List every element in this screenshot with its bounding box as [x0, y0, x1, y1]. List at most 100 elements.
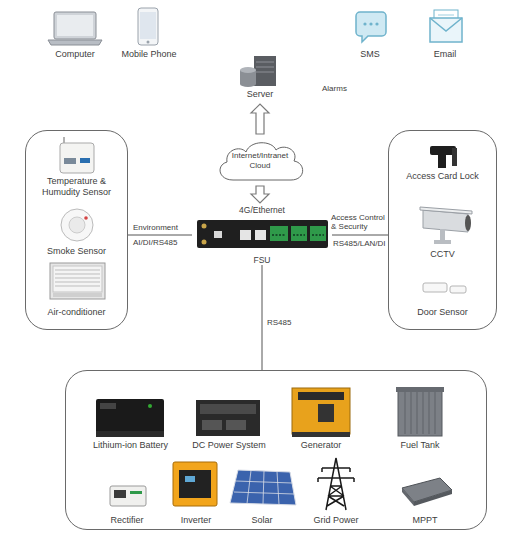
ac-front [53, 266, 102, 292]
block-arrow [251, 104, 269, 134]
bubble-dot [375, 22, 378, 25]
magnet-part [450, 286, 466, 293]
dc-module [226, 420, 246, 430]
node-label: Smoke Sensor [47, 246, 106, 257]
card-lock-icon [430, 146, 457, 168]
annotation-label: AI/DI/RS485 [133, 238, 177, 247]
device-node: Inverter [165, 455, 227, 526]
inverter-icon [173, 462, 217, 506]
connector-line [262, 265, 263, 370]
speech-bubble [356, 12, 386, 42]
battery-body [96, 399, 164, 437]
ethernet-port [255, 230, 266, 240]
phone-icon [138, 8, 158, 45]
node-label: Inverter [181, 515, 212, 526]
camera-hood [420, 207, 472, 214]
node-label: Lithium-ion Battery [93, 440, 168, 451]
device-node: Lithium-ion Battery [83, 385, 178, 451]
rectifier-display [114, 490, 126, 498]
rectifier-icon [110, 486, 146, 506]
generator-base [292, 432, 350, 437]
terminal-block [270, 226, 288, 241]
node-label: Rectifier [110, 515, 143, 526]
tower-frame [318, 458, 354, 510]
rectifier-led [130, 491, 142, 494]
laptop-screen [54, 12, 96, 39]
power-tower-icon [318, 458, 354, 510]
server-icon [240, 56, 276, 87]
camera-mount [440, 229, 445, 241]
detector-led [84, 216, 88, 220]
tank-ribs [405, 392, 435, 434]
sensor-cable [63, 137, 65, 143]
temperature-sensor-icon [60, 137, 94, 173]
device-node: Grid Power [305, 455, 367, 526]
server-tower [254, 56, 276, 86]
sensor-node: Temperature & Humudity Sensor [30, 140, 123, 198]
generator-top [298, 392, 344, 400]
door-sensor-icon [423, 283, 466, 293]
database-top [240, 67, 256, 73]
mppt-front [402, 488, 414, 506]
terminal-block [291, 226, 307, 241]
battery-led [148, 404, 152, 408]
node-label: Email [434, 49, 457, 60]
node-label: Internet/Intranet Cloud [224, 151, 296, 171]
connection-label: Access Control & Security [331, 213, 391, 231]
antenna-port [202, 240, 207, 245]
device-group: Temperature & Humudity SensorSmoke Senso… [25, 130, 128, 330]
solar-panel-icon [230, 470, 296, 505]
generator-icon [292, 388, 350, 437]
sensor-display [64, 158, 76, 164]
generator-body [292, 388, 350, 434]
lock-plate [452, 148, 457, 166]
node-label: SMS [360, 49, 380, 60]
phone-screen [140, 12, 156, 39]
fuel-tank-icon [396, 387, 444, 436]
laptop-icon [48, 12, 102, 45]
detector-body [61, 209, 93, 241]
device-node: Generator [282, 380, 360, 451]
sensor-box [60, 143, 94, 173]
node-label: Solar [251, 515, 272, 526]
device-node: Computer [45, 8, 105, 60]
tank-body [398, 390, 442, 436]
node-label: Air-conditioner [47, 307, 105, 318]
device-node: Email [418, 8, 472, 60]
node-label: Temperature & Humudity Sensor [30, 176, 123, 198]
laptop-display [57, 15, 93, 36]
node-label: Grid Power [313, 515, 358, 526]
device-group: Lithium-ion Battery DC Power System Genera… [65, 370, 487, 530]
sms-icon [356, 12, 386, 42]
node-label: DC Power System [192, 440, 266, 451]
camera-base [434, 240, 451, 244]
node-label: MPPT [412, 515, 437, 526]
ac-vents [55, 270, 100, 286]
usb-port [214, 231, 222, 238]
server-node: Server [232, 52, 288, 100]
node-label: Access Card Lock [406, 171, 479, 182]
ac-frame [50, 263, 105, 299]
device-node: DC Power System [186, 385, 272, 451]
node-label: Mobile Phone [121, 49, 176, 60]
connector-line [128, 235, 192, 236]
device-node: Mobile Phone [118, 6, 180, 60]
cloud-shape [220, 143, 303, 180]
laptop-base [48, 40, 102, 45]
sensor-logo [80, 158, 90, 163]
generator-panel [318, 404, 334, 422]
device-node: Access Card Lock [393, 138, 492, 182]
inverter-display [185, 476, 195, 482]
battery-icon [96, 399, 164, 437]
air-conditioner-icon [50, 263, 105, 299]
email-icon [430, 10, 462, 42]
inverter-body [173, 462, 217, 506]
block-arrow [251, 186, 269, 203]
antenna-port [202, 224, 207, 229]
connection-label: RS485 [267, 318, 291, 327]
battery-panel [100, 403, 116, 409]
node-label: Generator [301, 440, 342, 451]
battery-base [96, 431, 164, 437]
terminal-block [310, 226, 326, 241]
